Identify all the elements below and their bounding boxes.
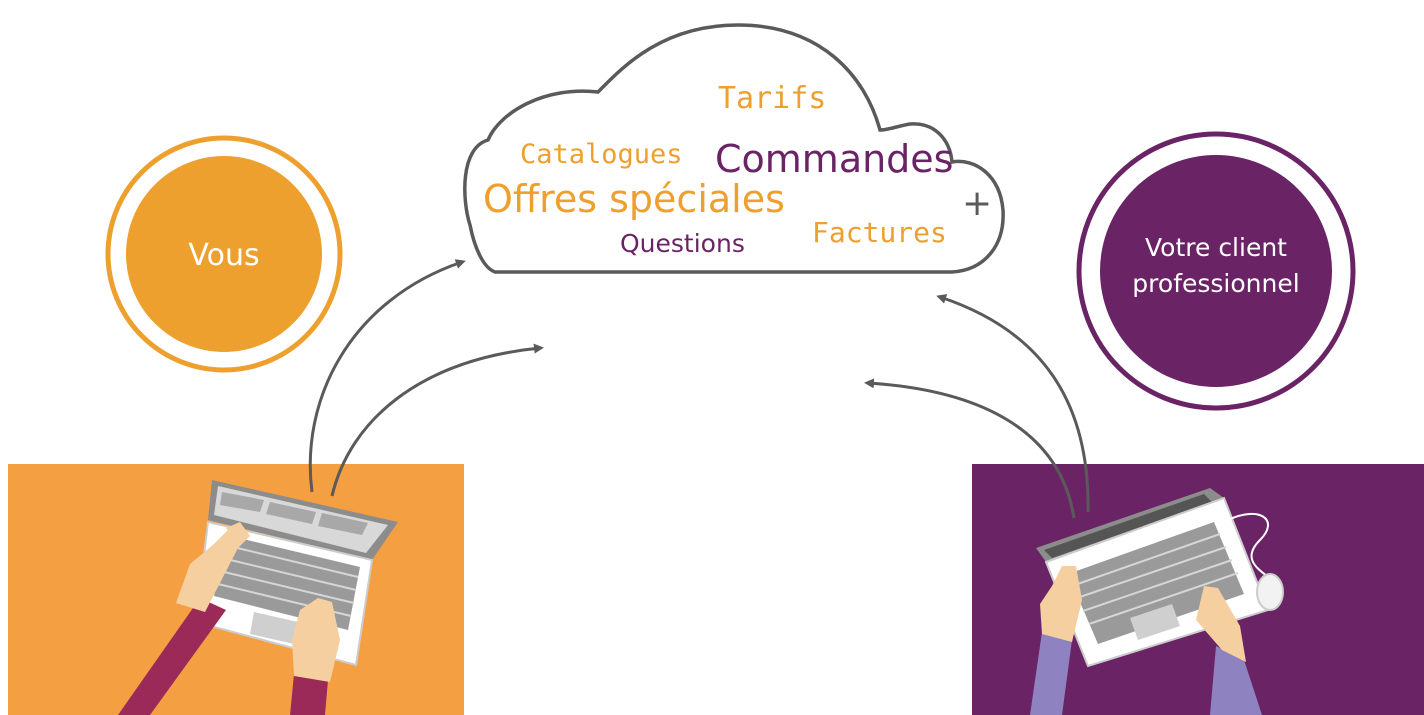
cloud-word-questions: Questions (620, 229, 745, 258)
arrow-you-to-cloud-outer (308, 259, 466, 493)
cloud-word-factures: Factures (812, 216, 947, 249)
client-node: Votre client professionnel (1076, 131, 1356, 411)
cloud-outline (463, 23, 1005, 274)
cloud-word-commandes: Commandes (715, 137, 953, 181)
arrow-client-to-cloud-outer (936, 294, 1090, 513)
arrow-you-to-cloud-inner (330, 343, 544, 497)
arrow-client-to-cloud-inner (864, 378, 1076, 519)
arrows (308, 259, 1090, 519)
laptop-illustration-left (118, 480, 398, 715)
cloud-word-catalogues: Catalogues (520, 139, 683, 170)
you-outer-ring (105, 135, 343, 373)
cloud-word-offres-speciales: Offres spéciales (483, 177, 785, 221)
cloud-plus-sign: + (962, 183, 992, 224)
laptop-illustration-right (1030, 488, 1284, 715)
client-label-line1: Votre client (1145, 233, 1287, 262)
you-node: Vous (105, 135, 343, 373)
cloud: Tarifs Catalogues Commandes Offres spéci… (463, 23, 1005, 274)
right-laptop-panel (972, 464, 1424, 715)
you-label: Vous (188, 238, 259, 273)
client-circle (1100, 155, 1332, 387)
cloud-word-tarifs: Tarifs (718, 81, 826, 116)
left-laptop-panel (8, 464, 464, 715)
client-outer-ring (1076, 131, 1356, 411)
you-circle (126, 156, 322, 352)
client-label-line2: professionnel (1132, 269, 1299, 298)
